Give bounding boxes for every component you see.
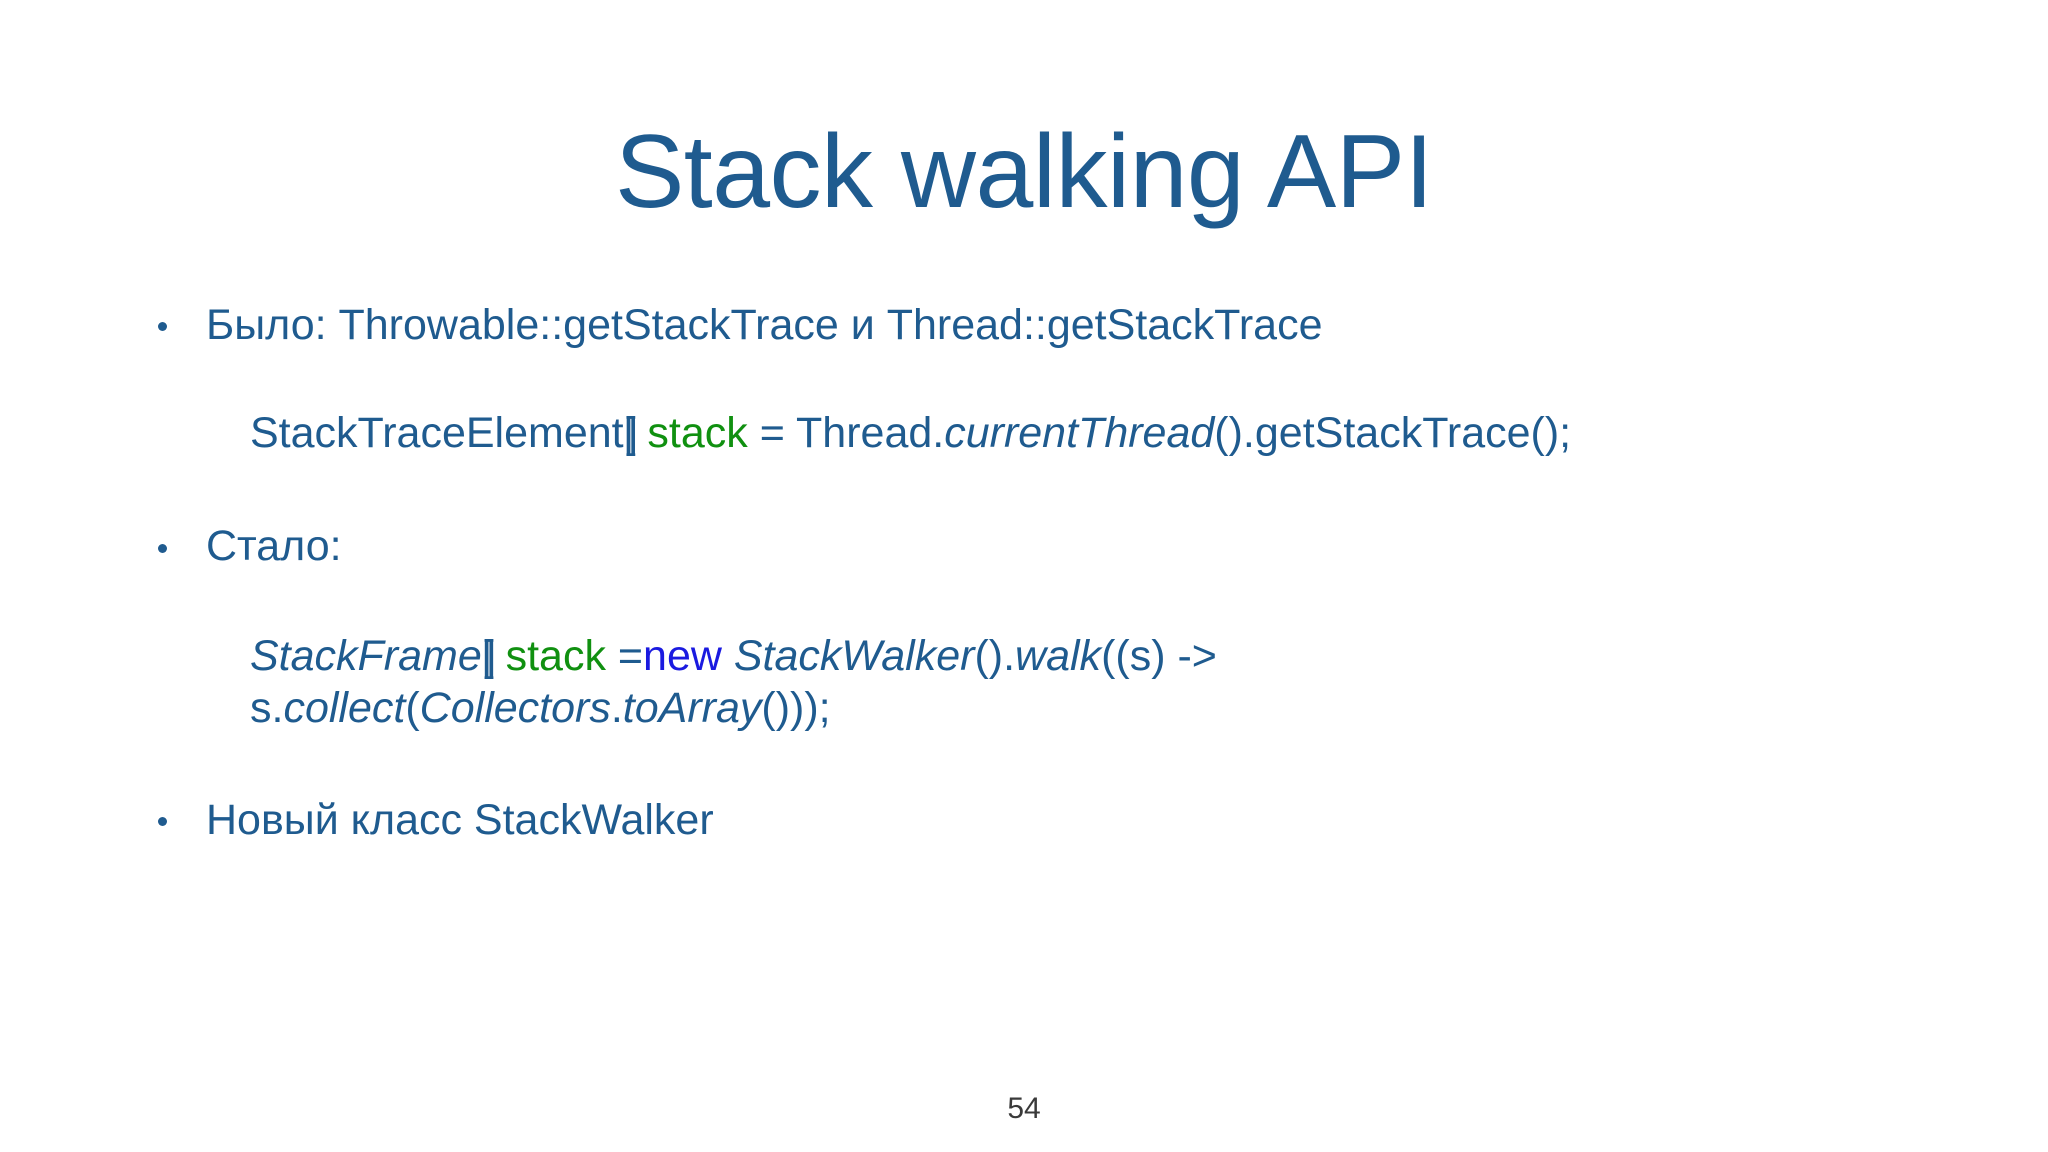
code-token-type: StackTraceElement	[250, 408, 624, 457]
code-token-receiver-s: s.	[250, 684, 284, 733]
bullet-label-new-class: Новый класс StackWalker	[206, 795, 714, 844]
code-token-method-currentthread: currentThread	[944, 408, 1215, 457]
code-token-lambda-arrow: ((s) ->	[1101, 631, 1217, 680]
bullet-dot-icon	[158, 817, 167, 827]
spacer-after-code-old	[150, 459, 1950, 521]
slide-title: Stack walking API	[614, 114, 1434, 230]
code-token-tail: ()));	[761, 684, 831, 733]
code-token-tail: ().getStackTrace();	[1214, 408, 1572, 457]
slide-body: Было: Throwable::getStackTrace и Thread:…	[150, 300, 1950, 846]
bullet-item-now: Стало:	[150, 521, 1950, 572]
code-line: s.collect(Collectors.toArray()));	[250, 682, 1950, 734]
spacer-after-bullet-was	[150, 351, 1950, 407]
code-token-method-collect: collect	[283, 684, 406, 733]
code-token-dot: .	[610, 684, 623, 733]
code-token-class-stackwalker: StackWalker	[733, 631, 975, 680]
bullet-dot-icon	[158, 322, 167, 332]
code-token-ctor-dot: ().	[974, 631, 1016, 680]
spacer-after-code-new	[150, 735, 1950, 795]
code-token-array-brackets: []	[481, 631, 496, 680]
code-token-array-brackets: []	[623, 408, 638, 457]
code-token-open-paren: (	[405, 684, 420, 733]
code-token-space	[494, 632, 506, 680]
bullet-item-new-class: Новый класс StackWalker	[150, 795, 1950, 846]
bullet-dot-icon	[158, 543, 167, 553]
code-token-assign: =	[605, 631, 644, 680]
spacer-after-bullet-now	[150, 572, 1950, 630]
code-token-assign-call: = Thread.	[747, 408, 945, 457]
code-token-class-collectors: Collectors	[419, 684, 611, 733]
code-token-method-walk: walk	[1015, 631, 1102, 680]
code-token-space	[722, 632, 734, 680]
bullet-label-now: Стало:	[206, 522, 342, 571]
code-token-space	[635, 409, 647, 457]
code-token-keyword-new: new	[643, 631, 722, 680]
bullet-item-was: Было: Throwable::getStackTrace и Thread:…	[150, 300, 1950, 351]
code-line: StackFrame[] stack =new StackWalker().wa…	[250, 630, 1950, 682]
code-line: StackTraceElement[] stack = Thread.curre…	[250, 407, 1950, 459]
code-block-new-api: StackFrame[] stack =new StackWalker().wa…	[150, 630, 1950, 735]
bullet-label-was: Было: Throwable::getStackTrace и Thread:…	[206, 301, 1323, 349]
code-block-old-api: StackTraceElement[] stack = Thread.curre…	[150, 407, 1950, 459]
page-number: 54	[1007, 1092, 1041, 1125]
code-token-method-toarray: toArray	[622, 684, 762, 733]
code-token-type-stackframe: StackFrame	[250, 631, 482, 680]
code-token-variable: stack	[505, 631, 606, 680]
code-token-variable: stack	[647, 408, 748, 457]
